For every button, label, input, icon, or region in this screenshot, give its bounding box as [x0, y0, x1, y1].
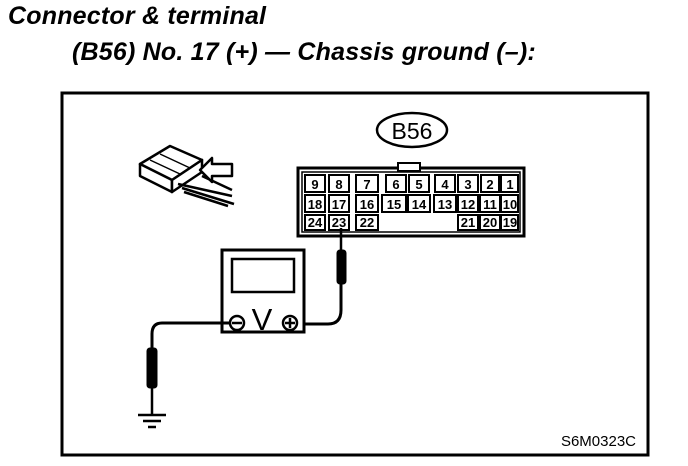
positive-terminal-icon [281, 314, 299, 332]
pin-label: 2 [486, 177, 493, 192]
pin-label: 3 [464, 177, 471, 192]
pin-label: 1 [506, 177, 513, 192]
pin-label: 10 [503, 197, 517, 212]
pin-label: 9 [311, 177, 318, 192]
voltmeter-symbol: V [252, 302, 273, 337]
pin-label: 5 [415, 177, 422, 192]
pin-row-2 [304, 194, 519, 213]
ground-icon [138, 413, 166, 429]
pin-label: 14 [412, 197, 427, 212]
pin-label: 7 [363, 177, 370, 192]
pin-label: 16 [360, 197, 374, 212]
pin-label: 24 [308, 215, 323, 230]
pin-label: 20 [483, 215, 497, 230]
pin-label: 12 [461, 197, 475, 212]
pin-label: 17 [332, 197, 346, 212]
pin-label: 8 [335, 177, 342, 192]
connector-label: B56 [392, 118, 433, 144]
pin-label: 19 [503, 215, 517, 230]
pin-row-3 [304, 214, 519, 231]
negative-probe [146, 321, 230, 415]
negative-terminal-icon [228, 314, 246, 332]
pin-label: 23 [332, 215, 346, 230]
pin-label: 18 [308, 197, 322, 212]
pin-label: 4 [441, 177, 449, 192]
pin-label: 11 [483, 197, 497, 212]
connector-icon [138, 144, 235, 208]
pin-label: 21 [461, 215, 475, 230]
pin-row-1 [304, 174, 519, 193]
pin-label: 22 [360, 215, 374, 230]
pin-label: 6 [392, 177, 399, 192]
insertion-arrow-icon [198, 156, 234, 184]
pin-label: 13 [438, 197, 452, 212]
positive-probe [303, 228, 347, 326]
figure-code: S6M0323C [561, 433, 636, 450]
diagram-frame [60, 91, 650, 457]
connector-label-oval [375, 111, 449, 149]
heading-line-1: Connector & terminal [8, 2, 267, 30]
pin-label: 15 [387, 197, 401, 212]
heading-line-2: (B56) No. 17 (+) — Chassis ground (–): [72, 38, 536, 66]
connector-body [296, 162, 526, 238]
